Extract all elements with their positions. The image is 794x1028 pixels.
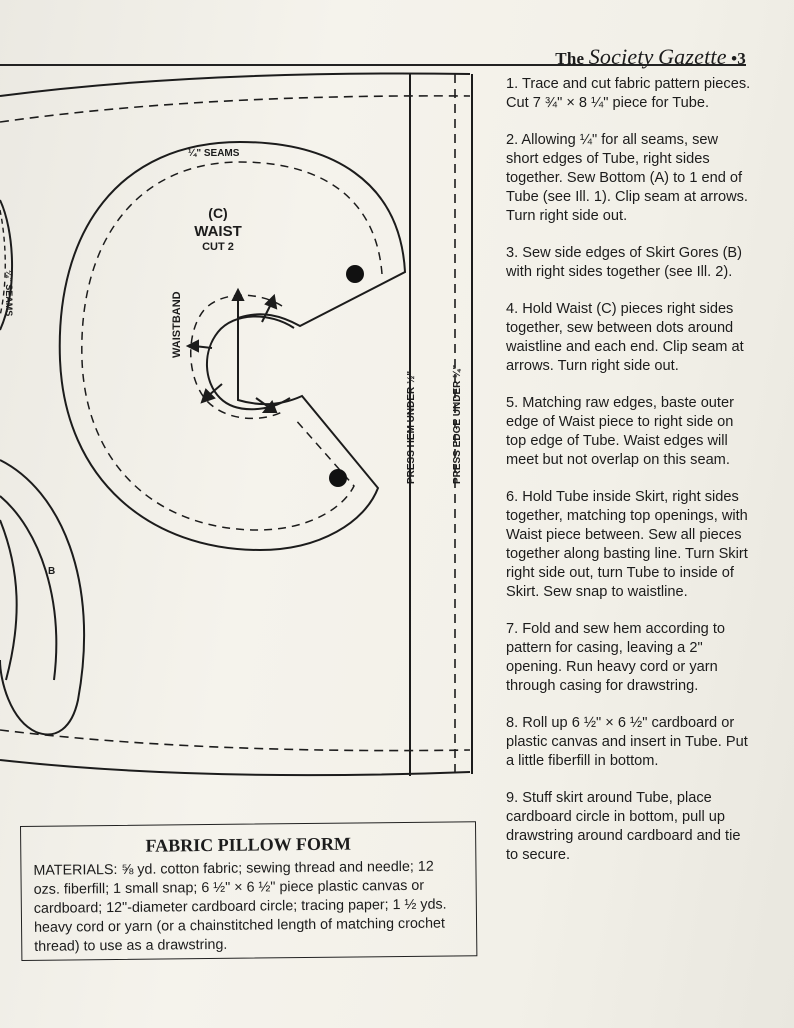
- header-rule: [0, 64, 746, 66]
- materials-label: MATERIALS:: [33, 861, 118, 879]
- step-3: 3. Sew side edges of Skirt Gores (B) wit…: [506, 245, 743, 280]
- bottom-piece-edge: [0, 199, 13, 331]
- waist-piece-outline: [58, 140, 407, 552]
- header-prefix: The: [555, 49, 585, 68]
- step-8: 8. Roll up 6 ½" × 6 ½" cardboard or plas…: [506, 715, 748, 769]
- waist-dot-top: [346, 265, 364, 283]
- left-seams-label: ¼" SEAMS: [4, 270, 14, 316]
- tube-top-edge: [0, 72, 471, 97]
- waist-piece-seam: [81, 161, 383, 531]
- waist-title: WAIST: [194, 223, 242, 240]
- waist-dot-bottom: [329, 469, 347, 487]
- tube-bottom-edge: [0, 759, 471, 777]
- page-header: The Society Gazette •3: [555, 44, 746, 70]
- step-2: 2. Allowing ¼" for all seams, sew short …: [506, 132, 748, 224]
- materials-text: MATERIALS: ⅝ yd. cotton fabric; sewing t…: [33, 857, 464, 956]
- materials-box: FABRIC PILLOW FORM MATERIALS: ⅝ yd. cott…: [20, 821, 478, 961]
- seams-label-top: ¼" SEAMS: [188, 148, 240, 159]
- step-6: 6. Hold Tube inside Skirt, right sides t…: [506, 489, 748, 600]
- step-7: 7. Fold and sew hem according to pattern…: [506, 621, 726, 694]
- skirt-gore-outer: [0, 459, 86, 736]
- tube-top-dashed: [0, 95, 471, 123]
- press-edge-label: PRESS EDGE UNDER ¼": [452, 365, 463, 484]
- instruction-steps: 1. Trace and cut fabric pattern pieces. …: [506, 75, 754, 883]
- materials-box-title: FABRIC PILLOW FORM: [145, 833, 351, 856]
- press-hem-label: PRESS HEM UNDER ½": [406, 371, 417, 484]
- skirt-gore-left: [0, 519, 18, 681]
- waist-letter: (C): [208, 205, 227, 221]
- bottom-piece-seam: [0, 209, 6, 317]
- clip-arrows: [185, 287, 278, 413]
- waist-cut-label: CUT 2: [202, 241, 234, 253]
- step-4: 4. Hold Waist (C) pieces right sides tog…: [506, 301, 744, 374]
- step-1: 1. Trace and cut fabric pattern pieces. …: [506, 76, 751, 111]
- step-9: 9. Stuff skirt around Tube, place cardbo…: [506, 790, 741, 863]
- pattern-diagram: ¼" SEAMS (C) WAIST CUT 2 WAISTBAND ¼" SE…: [0, 72, 473, 777]
- header-page-number: •3: [731, 49, 746, 68]
- piece-b-label: B: [48, 566, 55, 577]
- waistband-label: WAISTBAND: [171, 291, 183, 358]
- waistline-opening: [205, 315, 295, 411]
- tube-bottom-dashed: [0, 729, 471, 752]
- skirt-gore-inner: [0, 495, 58, 681]
- step-5: 5. Matching raw edges, baste outer edge …: [506, 395, 734, 468]
